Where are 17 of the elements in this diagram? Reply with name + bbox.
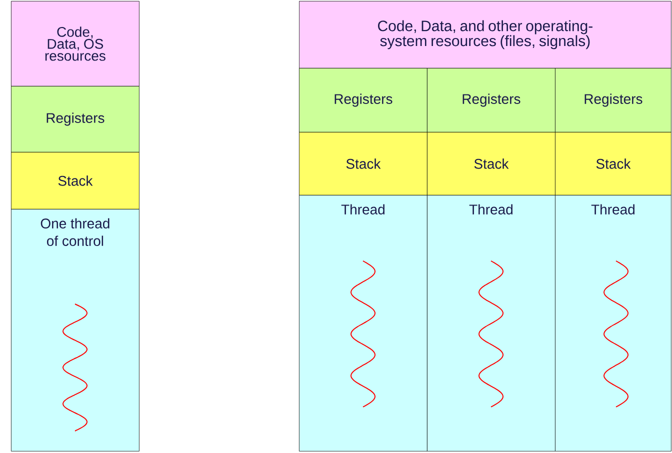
registers-cell: Registers (11, 86, 140, 152)
stack-cell: Stack (299, 132, 428, 196)
stack-cell: Stack (11, 152, 140, 210)
node-label: Thread (591, 204, 634, 214)
resource-cell: Code, Data, and other operating-system resources (files, signals) (299, 1, 672, 68)
stack-cell: Stack (427, 132, 556, 196)
thread-cell: Thread (555, 195, 672, 452)
registers-cell: Registers (555, 68, 672, 132)
thread-cell: One thread of control (11, 209, 140, 452)
node-label: Registers (584, 94, 642, 107)
resource-cell: Code, Data, OS resources (11, 1, 140, 86)
registers-cell: Registers (299, 68, 428, 132)
thread-cell: Thread (427, 195, 556, 452)
stack-cell: Stack (555, 132, 672, 196)
thread-cell: Thread (299, 195, 428, 452)
node-label: Stack (596, 158, 631, 169)
registers-cell: Registers (427, 68, 556, 132)
